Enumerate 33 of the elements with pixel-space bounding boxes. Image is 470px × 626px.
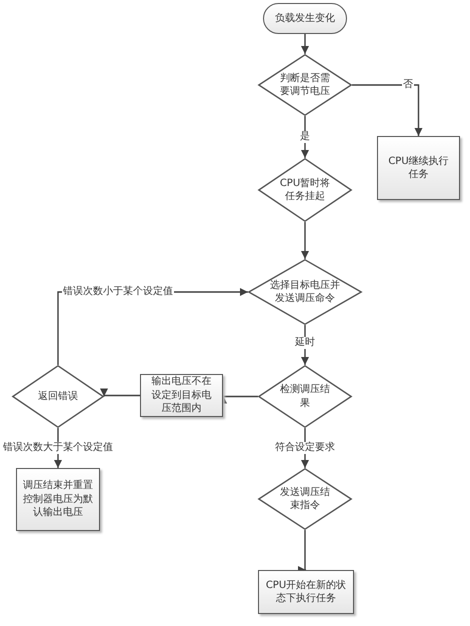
decision-diamond: [12, 365, 104, 428]
node-text: 检测调压结果: [279, 383, 331, 410]
edge-label: 否: [402, 79, 414, 91]
arrow: [100, 388, 140, 397]
decision-diamond: [248, 259, 362, 325]
node-text: 负载发生变化: [275, 12, 335, 26]
decision-diamond: [258, 54, 352, 116]
node-text: CPU开始在新的状态下执行任务: [265, 578, 347, 606]
edge-label: 符合设定要求: [274, 442, 336, 454]
edge-label: 是: [299, 131, 311, 143]
node-text: CPU暂时将任务挂起: [278, 176, 332, 204]
node-text: 发送调压结束指令: [279, 486, 331, 512]
start-terminal: [263, 3, 347, 34]
process-box: [16, 468, 100, 531]
node-text: 输出电压不在设定到目标电压范围内: [150, 375, 212, 416]
arrow: [301, 325, 309, 365]
process-box: [377, 136, 460, 200]
decision-diamond: [258, 158, 352, 222]
arrow: [301, 34, 309, 54]
node-text: CPU继续执行任务: [387, 154, 450, 182]
arrow: [301, 222, 309, 259]
edge-label: 错误次数大于某个设定值: [2, 442, 114, 454]
process-box: [258, 570, 354, 614]
arrow: [352, 84, 422, 136]
node-text: 返回错误: [38, 390, 78, 404]
edge-label: 错误次数小于某个设定值: [62, 286, 174, 298]
decision-diamond: [258, 468, 352, 530]
decision-diamond: [258, 365, 352, 428]
edge-label: 延时: [294, 337, 316, 349]
node-text: 调压结束并重置控制器电压为默认输出电压: [23, 479, 93, 520]
node-text: 选择目标电压并发送调压命令: [270, 278, 340, 306]
process-box: [140, 374, 223, 417]
node-text: 判断是否需要调节电压: [279, 72, 331, 98]
